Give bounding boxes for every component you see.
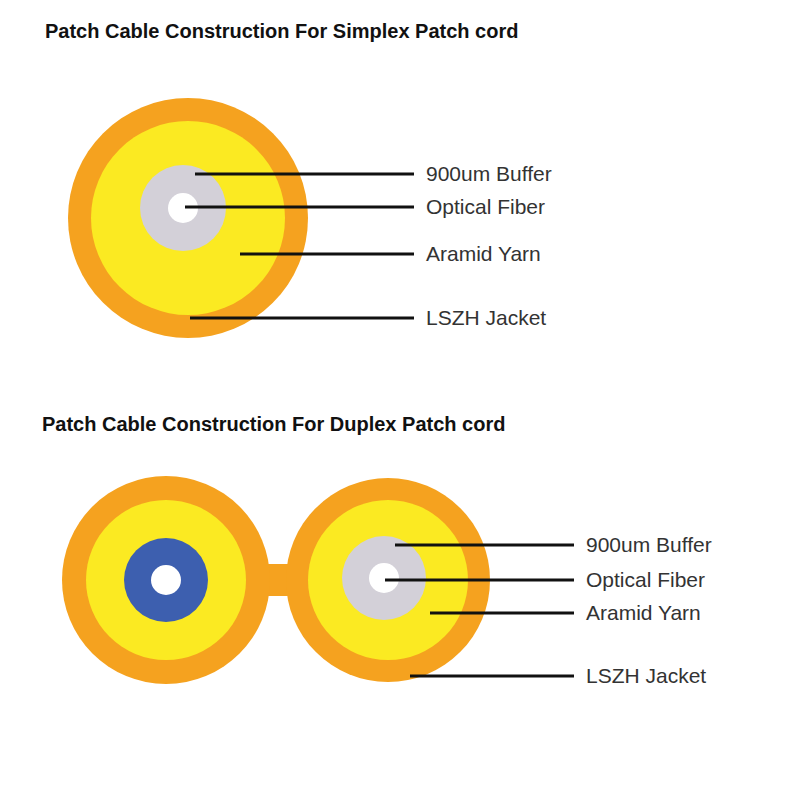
buffer-900um bbox=[124, 538, 208, 622]
buffer-900um bbox=[342, 536, 426, 620]
optical-fiber bbox=[151, 565, 181, 595]
leader-line bbox=[195, 173, 414, 176]
leader-line bbox=[240, 253, 414, 256]
lszh-jacket bbox=[62, 476, 270, 684]
lszh-jacket bbox=[68, 98, 308, 338]
section-heading: Patch Cable Construction For Simplex Pat… bbox=[45, 20, 518, 43]
leader-line bbox=[430, 612, 574, 615]
section-heading: Patch Cable Construction For Duplex Patc… bbox=[42, 413, 505, 436]
leader-line bbox=[410, 675, 574, 678]
callout-label: 900um Buffer bbox=[586, 533, 712, 557]
callout-label: LSZH Jacket bbox=[426, 306, 546, 330]
aramid-yarn bbox=[91, 121, 285, 315]
aramid-yarn bbox=[86, 500, 246, 660]
leader-line bbox=[190, 317, 414, 320]
callout-label: LSZH Jacket bbox=[586, 664, 706, 688]
leader-line bbox=[395, 544, 574, 547]
leader-line bbox=[185, 206, 414, 209]
leader-line bbox=[385, 579, 574, 582]
callout-label: Aramid Yarn bbox=[586, 601, 701, 625]
optical-fiber bbox=[369, 563, 399, 593]
callout-label: Optical Fiber bbox=[426, 195, 545, 219]
callout-label: 900um Buffer bbox=[426, 162, 552, 186]
simplex-cable bbox=[68, 98, 308, 338]
callout-label: Optical Fiber bbox=[586, 568, 705, 592]
callout-label: Aramid Yarn bbox=[426, 242, 541, 266]
